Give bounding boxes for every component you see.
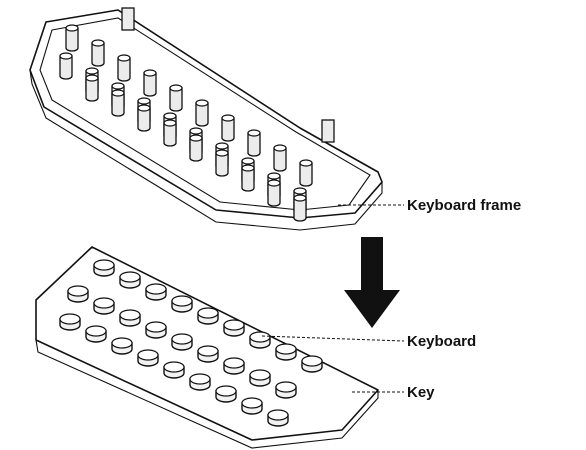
- keyboard-key: [137, 349, 159, 367]
- key-pin: [247, 129, 261, 157]
- keyboard-key: [119, 271, 141, 289]
- keyboard-key: [189, 373, 211, 391]
- key-pin: [163, 119, 177, 147]
- keyboard-key: [59, 313, 81, 331]
- keyboard-key: [145, 283, 167, 301]
- keyboard-key: [171, 295, 193, 313]
- keyboard-key: [215, 385, 237, 403]
- key-pin: [59, 52, 73, 80]
- key-pin: [65, 24, 79, 52]
- keyboard-key: [145, 321, 167, 339]
- label-keyboard-frame: Keyboard frame: [407, 197, 521, 214]
- key-pin: [85, 74, 99, 102]
- keyboard-frame: [29, 7, 383, 231]
- keyboard-key: [111, 337, 133, 355]
- assembly-arrow-icon: [344, 237, 400, 328]
- keyboard-key: [93, 259, 115, 277]
- key-pin: [195, 99, 209, 127]
- keyboard-key: [275, 381, 297, 399]
- key-pin: [267, 179, 281, 207]
- key-pin: [273, 144, 287, 172]
- keyboard-base-side: [35, 339, 379, 449]
- keyboard-key: [163, 361, 185, 379]
- key-pin: [241, 164, 255, 192]
- leader-keyboard: [261, 335, 405, 342]
- keyboard-base: [35, 246, 379, 441]
- key-pin: [111, 89, 125, 117]
- label-key: Key: [407, 384, 435, 401]
- key-pin: [215, 149, 229, 177]
- keyboard-key: [275, 343, 297, 361]
- keyboard-key: [223, 357, 245, 375]
- keyboard-frame-rim: [39, 17, 371, 211]
- keyboard: [35, 246, 379, 449]
- key-pin: [169, 84, 183, 112]
- keyboard-frame-tab-right: [321, 119, 335, 143]
- keyboard-frame-pins: [59, 24, 313, 222]
- keyboard-key: [249, 331, 271, 349]
- key-pin: [293, 194, 307, 222]
- key-pin: [221, 114, 235, 142]
- keyboard-key: [249, 369, 271, 387]
- keyboard-key: [67, 285, 89, 303]
- keyboard-frame-base: [29, 9, 383, 219]
- keyboard-key: [301, 355, 323, 373]
- keyboard-key: [241, 397, 263, 415]
- keyboard-key: [267, 409, 289, 427]
- keyboard-key: [93, 297, 115, 315]
- key-pin: [91, 39, 105, 67]
- keyboard-key: [197, 345, 219, 363]
- key-pin: [143, 69, 157, 97]
- key-pin: [299, 159, 313, 187]
- keyboard-key: [171, 333, 193, 351]
- keyboard-key: [119, 309, 141, 327]
- keyboard-key: [223, 319, 245, 337]
- keyboard-key: [197, 307, 219, 325]
- keyboard-frame-side: [29, 69, 383, 231]
- key-pin: [189, 134, 203, 162]
- keyboard-frame-tab-left: [121, 7, 135, 31]
- keyboard-key: [85, 325, 107, 343]
- key-pin: [117, 54, 131, 82]
- keyboard-keys: [59, 259, 323, 427]
- label-keyboard: Keyboard: [407, 333, 476, 350]
- key-pin: [137, 104, 151, 132]
